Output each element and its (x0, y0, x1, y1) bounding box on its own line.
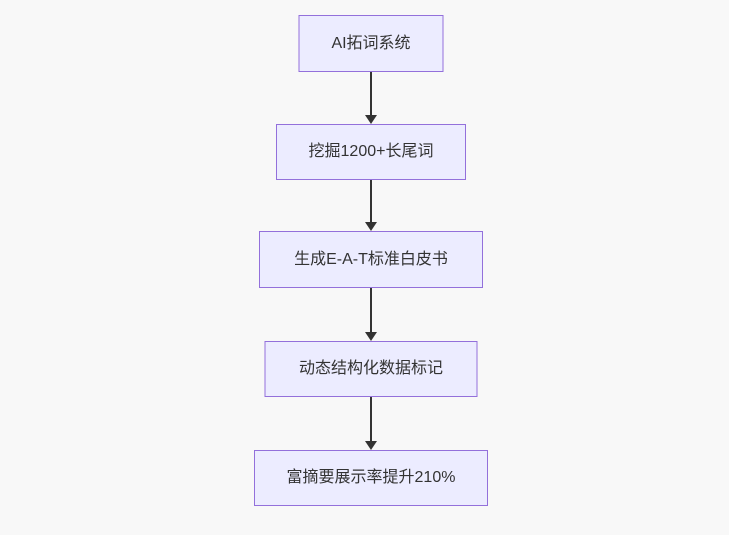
arrow-down-icon (365, 115, 377, 124)
flow-node-label: 动态结构化数据标记 (298, 360, 443, 377)
flow-edge-4 (370, 397, 372, 441)
flow-edge-3 (370, 288, 372, 332)
flow-node-label: 生成E-A-T标准白皮书 (294, 250, 448, 268)
flow-node-label: 富摘要展示率提升210% (286, 469, 456, 486)
flow-edge-2 (370, 180, 372, 222)
arrow-down-icon (365, 441, 377, 450)
arrow-down-icon (365, 222, 377, 231)
flow-node-eat-whitepaper: 生成E-A-T标准白皮书 (259, 231, 483, 288)
flow-node-label: AI拓词系统 (331, 34, 411, 52)
flow-node-ai-keyword-system: AI拓词系统 (298, 15, 444, 72)
arrow-down-icon (365, 332, 377, 341)
flow-edge-1 (370, 72, 372, 115)
flow-node-label: 挖掘1200+长尾词 (308, 143, 434, 160)
flow-node-longtail-mining: 挖掘1200+长尾词 (276, 124, 466, 180)
flow-node-structured-data-markup: 动态结构化数据标记 (264, 341, 478, 397)
flow-node-rich-snippet-rate: 富摘要展示率提升210% (254, 450, 488, 506)
